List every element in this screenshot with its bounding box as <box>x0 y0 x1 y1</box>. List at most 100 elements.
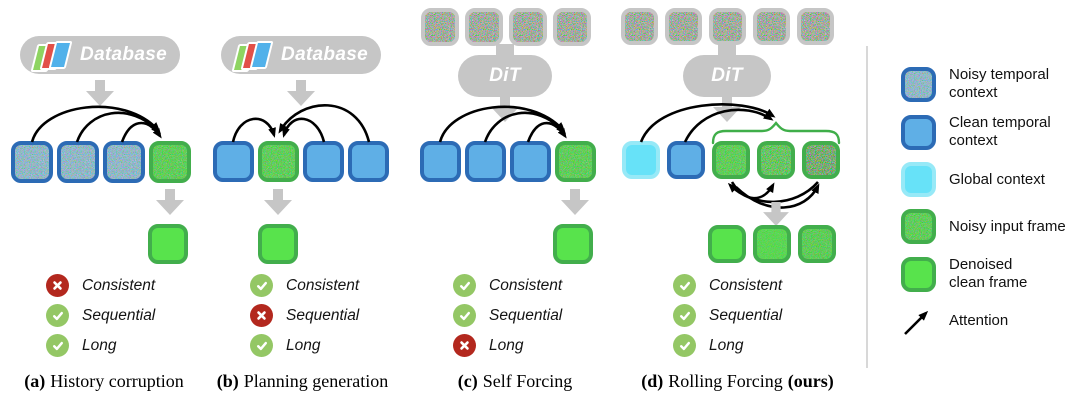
frame-noisy-input <box>258 141 299 182</box>
check-icon <box>673 304 696 327</box>
database-icon <box>231 41 274 72</box>
panel-caption: (d)Rolling Forcing(ours) <box>615 371 860 392</box>
frame-clean-temporal <box>420 141 461 182</box>
frame-pure-noise <box>665 8 702 45</box>
noise-texture <box>15 145 49 179</box>
attention-arrow-icon <box>901 304 936 338</box>
database-pill: Database <box>20 36 180 74</box>
database-icon <box>30 41 73 72</box>
frame-denoised-clean <box>553 224 593 264</box>
status-consistent: Consistent <box>46 274 155 297</box>
frame-pure-noise <box>465 8 503 46</box>
status-label: Consistent <box>489 276 563 294</box>
down-arrow-icon <box>287 80 315 106</box>
output-frames-row <box>258 224 298 264</box>
legend-label: Global context <box>949 170 1045 188</box>
status-sequential: Sequential <box>453 304 562 327</box>
frame-clean-temporal <box>510 141 551 182</box>
status-label: Long <box>82 336 117 354</box>
panel-caption: (b)Planning generation <box>205 371 400 392</box>
down-arrow-icon <box>86 80 114 106</box>
frame-noisy-input-heavy <box>802 141 840 179</box>
frame-pure-noise <box>753 8 790 45</box>
caption-suffix: (ours) <box>787 371 834 391</box>
caption-index: (a) <box>24 371 46 391</box>
frame-noisy-temporal <box>103 141 145 183</box>
context-frames-row <box>11 141 191 183</box>
cross-icon <box>250 304 273 327</box>
status-label: Consistent <box>82 276 156 294</box>
legend-label: Attention <box>949 312 1009 329</box>
noise-texture <box>801 12 830 41</box>
noise-texture <box>262 145 295 178</box>
noise-texture <box>153 145 187 179</box>
context-frames-row <box>420 141 596 182</box>
frame-denoised-light <box>753 225 791 263</box>
cross-icon <box>46 274 69 297</box>
frame-denoised-clean <box>901 256 936 292</box>
noise-texture <box>557 12 587 42</box>
legend-item-attention: Attention <box>901 304 1066 338</box>
cross-icon <box>453 334 476 357</box>
frame-noisy-temporal <box>11 141 53 183</box>
frame-noisy-temporal <box>57 141 99 183</box>
context-frames-row <box>622 141 840 179</box>
status-label: Sequential <box>286 306 360 324</box>
status-long: Long <box>250 334 359 357</box>
status-long: Long <box>673 334 782 357</box>
status-long: Long <box>453 334 562 357</box>
frame-pure-noise <box>797 8 834 45</box>
database-pill: Database <box>221 36 381 74</box>
down-arrow-icon <box>491 96 519 122</box>
check-icon <box>46 304 69 327</box>
caption-text: Rolling Forcing <box>668 371 783 391</box>
noise-texture <box>905 213 932 240</box>
caption-index: (d) <box>641 371 664 391</box>
noise-texture <box>61 145 95 179</box>
caption-text: Self Forcing <box>482 371 573 391</box>
noise-texture <box>757 12 786 41</box>
frame-pure-noise <box>553 8 591 46</box>
status-consistent: Consistent <box>250 274 359 297</box>
output-frames-row <box>708 225 836 263</box>
legend-divider <box>866 46 868 368</box>
status-sequential: Sequential <box>250 304 359 327</box>
noise-texture <box>425 12 455 42</box>
frame-global-context <box>622 141 660 179</box>
down-arrow-icon <box>156 189 184 215</box>
status-label: Long <box>709 336 744 354</box>
noise-texture <box>757 229 787 259</box>
noise-texture <box>513 12 543 42</box>
frame-pure-noise <box>509 8 547 46</box>
check-icon <box>673 274 696 297</box>
frame-denoised-clean <box>258 224 298 264</box>
caption-text: History corruption <box>50 371 184 391</box>
output-frames-row <box>553 224 593 264</box>
dit-label: DiT <box>489 65 521 86</box>
frame-noisy-input <box>712 141 750 179</box>
status-consistent: Consistent <box>453 274 562 297</box>
down-arrow-icon <box>763 202 789 226</box>
noise-texture <box>713 12 742 41</box>
noise-texture <box>625 12 654 41</box>
frame-denoised-clean <box>148 224 188 264</box>
check-icon <box>250 274 273 297</box>
dit-label: DiT <box>711 65 743 86</box>
dit-pill: DiT <box>683 55 771 97</box>
status-label: Sequential <box>82 306 156 324</box>
frame-pure-noise <box>621 8 658 45</box>
frame-noisy-temporal <box>901 66 936 102</box>
frame-noisy-input <box>901 209 936 244</box>
down-arrow-icon <box>713 96 741 122</box>
